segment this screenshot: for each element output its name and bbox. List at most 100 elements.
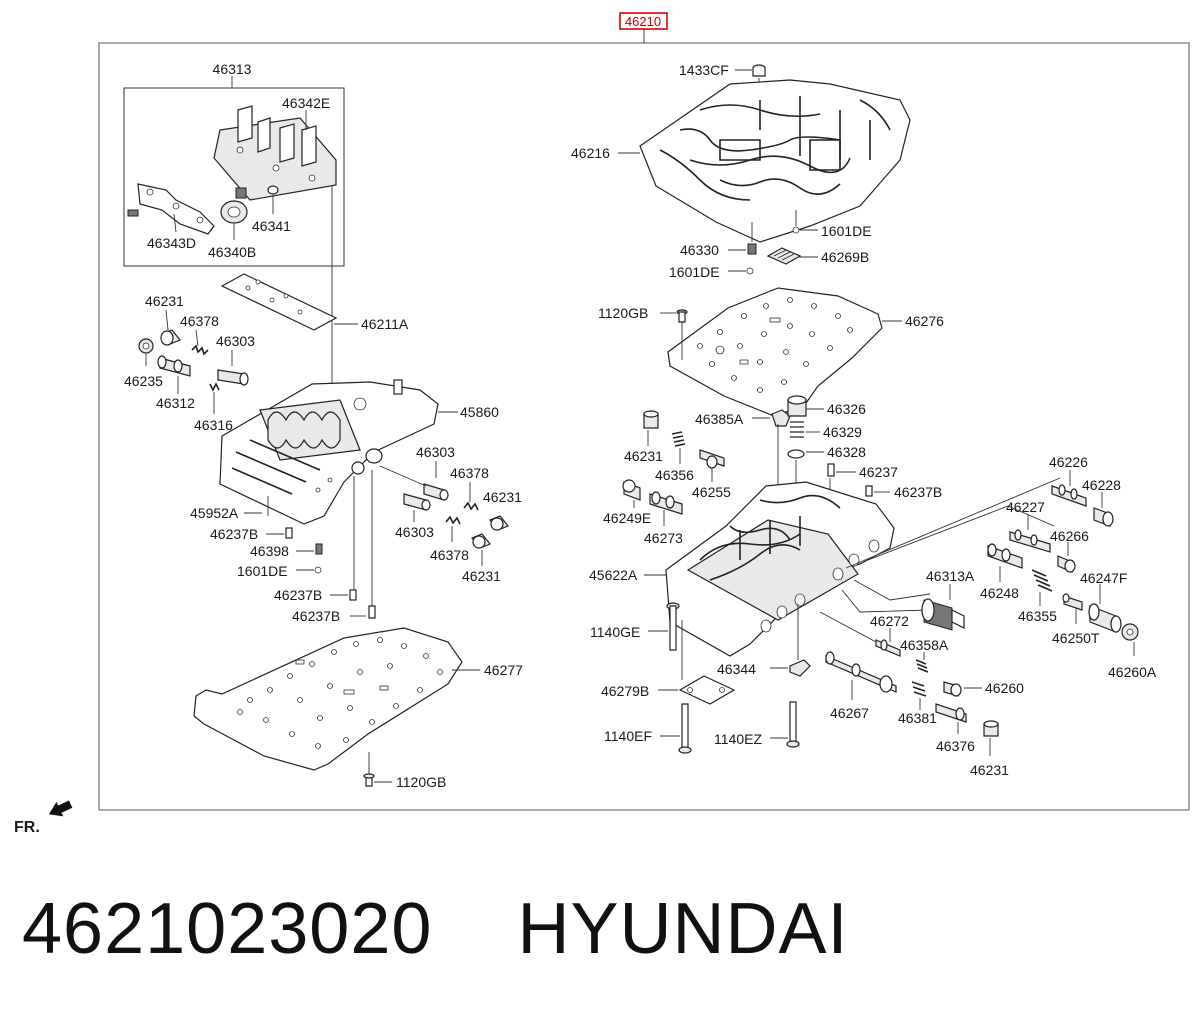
valve-46248-part[interactable] — [987, 543, 1023, 569]
bolt-1120GB-b-part[interactable] — [676, 309, 688, 323]
label-46358A[interactable]: 46358A — [900, 637, 949, 653]
valve-46227-part[interactable] — [1009, 529, 1051, 553]
spring-46378-a-part[interactable] — [191, 344, 209, 356]
label-46330[interactable]: 46330 — [680, 242, 719, 258]
label-46378-c[interactable]: 46378 — [430, 547, 469, 563]
label-46398[interactable]: 46398 — [250, 543, 289, 559]
label-46231-d[interactable]: 46231 — [624, 448, 663, 464]
label-46267[interactable]: 46267 — [830, 705, 869, 721]
label-1120GB-b[interactable]: 1120GB — [598, 305, 648, 321]
label-46316[interactable]: 46316 — [194, 417, 233, 433]
label-46237B-c[interactable]: 46237B — [292, 608, 340, 624]
label-46277[interactable]: 46277 — [484, 662, 523, 678]
label-45622A[interactable]: 45622A — [589, 567, 638, 583]
label-45952A[interactable]: 45952A — [190, 505, 239, 521]
label-46269B[interactable]: 46269B — [821, 249, 869, 265]
label-46343D[interactable]: 46343D — [147, 235, 196, 251]
valve-46250T-part[interactable] — [1062, 593, 1083, 611]
label-46341[interactable]: 46341 — [252, 218, 291, 234]
label-1140GE[interactable]: 1140GE — [590, 624, 640, 640]
label-46312[interactable]: 46312 — [156, 395, 195, 411]
plug-46249E-part[interactable] — [622, 479, 641, 501]
label-45860[interactable]: 45860 — [460, 404, 499, 420]
label-46216[interactable]: 46216 — [571, 145, 610, 161]
label-46226[interactable]: 46226 — [1049, 454, 1088, 470]
spring-46398-part[interactable] — [315, 543, 323, 555]
bolt-1140GE-part[interactable] — [666, 602, 680, 651]
gasket-46343D-part[interactable] — [127, 183, 215, 235]
label-1601DE-b[interactable]: 1601DE — [821, 223, 872, 239]
spring-46330-part[interactable] — [747, 243, 757, 255]
plug-46231-a-part[interactable] — [160, 329, 181, 346]
label-46303-a[interactable]: 46303 — [216, 333, 255, 349]
valve-body-45622A-part[interactable] — [665, 481, 895, 657]
label-46228[interactable]: 46228 — [1082, 477, 1121, 493]
plug-46260-part[interactable] — [943, 681, 962, 697]
spring-46316-part[interactable] — [209, 382, 220, 392]
plate-46277-part[interactable] — [193, 627, 463, 771]
spring-46356-part[interactable] — [671, 431, 686, 447]
cap-1433CF-part[interactable] — [752, 64, 766, 77]
label-46313[interactable]: 46313 — [213, 61, 252, 77]
label-46237[interactable]: 46237 — [859, 464, 898, 480]
label-46273[interactable]: 46273 — [644, 530, 683, 546]
valve-46267-part[interactable] — [825, 651, 897, 693]
label-46340B[interactable]: 46340B — [208, 244, 256, 260]
label-46279B[interactable]: 46279B — [601, 683, 649, 699]
plug-46231-b-part[interactable] — [489, 515, 509, 531]
label-46376[interactable]: 46376 — [936, 738, 975, 754]
bolt-1140EZ-part[interactable] — [786, 701, 800, 748]
title-part-box[interactable] — [619, 12, 668, 30]
label-46313A[interactable]: 46313A — [926, 568, 975, 584]
plate-46279B-part[interactable] — [678, 675, 736, 705]
title-part-number[interactable]: 46210 — [625, 14, 661, 29]
plug-46231-d-part[interactable] — [643, 410, 659, 429]
label-46378-b[interactable]: 46378 — [450, 465, 489, 481]
plug-46231-c-part[interactable] — [471, 533, 491, 549]
valve-46326-part[interactable] — [787, 395, 807, 417]
solenoid-46340B-part[interactable] — [220, 187, 248, 224]
valve-46303-c-part[interactable] — [403, 493, 431, 511]
label-46237B-a[interactable]: 46237B — [210, 526, 258, 542]
label-46247F[interactable]: 46247F — [1080, 570, 1127, 586]
label-46355[interactable]: 46355 — [1018, 608, 1057, 624]
valve-body-45860-part[interactable] — [219, 379, 439, 525]
valve-46303-a-part[interactable] — [217, 369, 249, 386]
label-46276[interactable]: 46276 — [905, 313, 944, 329]
plug-46260A-part[interactable] — [1121, 623, 1139, 641]
valve-46312-part[interactable] — [157, 355, 191, 377]
valve-46376-part[interactable] — [935, 703, 967, 723]
label-46381[interactable]: 46381 — [898, 710, 937, 726]
solenoid-bracket-part[interactable] — [213, 105, 337, 201]
plug-46247F-part[interactable] — [1088, 603, 1122, 633]
label-46237B-d[interactable]: 46237B — [894, 484, 942, 500]
label-1140EZ[interactable]: 1140EZ — [714, 731, 762, 747]
label-46211A[interactable]: 46211A — [361, 316, 409, 332]
pin-46237B-c-part[interactable] — [368, 605, 376, 619]
plug-46235-part[interactable] — [138, 338, 154, 354]
plug-46231-e-part[interactable] — [983, 720, 999, 737]
label-1433CF[interactable]: 1433CF — [679, 62, 729, 78]
valve-46226-part[interactable] — [1051, 484, 1087, 507]
label-46326[interactable]: 46326 — [827, 401, 866, 417]
label-46237B-b[interactable]: 46237B — [274, 587, 322, 603]
label-46356[interactable]: 46356 — [655, 467, 694, 483]
valve-46303-b-part[interactable] — [423, 483, 449, 501]
label-46378-a[interactable]: 46378 — [180, 313, 219, 329]
label-46227[interactable]: 46227 — [1006, 499, 1045, 515]
spring-46378-b-part[interactable] — [463, 501, 479, 511]
valve-46272-part[interactable] — [875, 639, 901, 657]
spring-46381-part[interactable] — [911, 681, 927, 697]
bolt-1120GB-a-part[interactable] — [363, 773, 375, 787]
ring-46328-part[interactable] — [787, 449, 805, 459]
spring-46378-c-part[interactable] — [445, 515, 461, 525]
label-46231-c[interactable]: 46231 — [462, 568, 501, 584]
label-46250T[interactable]: 46250T — [1052, 630, 1100, 646]
label-46231-b[interactable]: 46231 — [483, 489, 522, 505]
spring-46358A-part[interactable] — [915, 659, 929, 673]
valve-46273-part[interactable] — [649, 491, 683, 515]
plug-46228-part[interactable] — [1093, 507, 1114, 527]
bracket-46344-part[interactable] — [789, 659, 811, 677]
label-46303-c[interactable]: 46303 — [395, 524, 434, 540]
label-1601DE-c[interactable]: 1601DE — [669, 264, 720, 280]
